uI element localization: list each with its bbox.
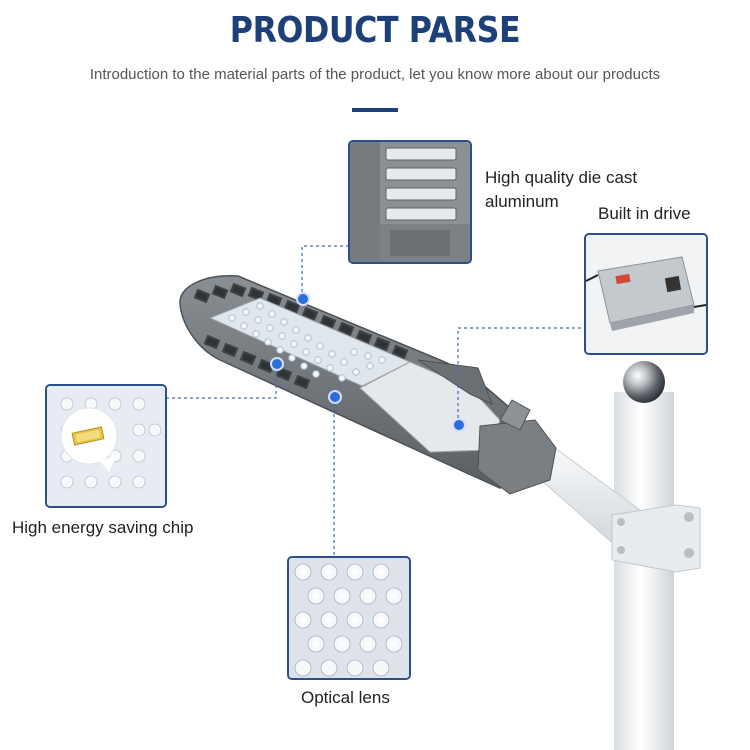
die-cast-aluminum-image	[348, 140, 472, 264]
callout-dot-die-cast[interactable]	[296, 292, 310, 306]
lamp-housing	[179, 275, 557, 495]
callout-dot-drive[interactable]	[452, 418, 466, 432]
callout-dot-chip[interactable]	[270, 357, 284, 371]
page-subtitle: Introduction to the material parts of th…	[89, 66, 661, 83]
die-cast-label-line2: aluminum	[485, 192, 559, 211]
pole-cap	[623, 361, 665, 403]
title-underline	[352, 108, 398, 112]
connector-lines	[166, 245, 584, 556]
page-title: PRODUCT PARSE	[229, 10, 521, 51]
die-cast-label-line1: High quality die cast	[485, 168, 638, 187]
drive-label: Built in drive	[598, 204, 691, 223]
pole-clamp	[611, 504, 701, 573]
optical-lens-image	[287, 556, 411, 680]
pole	[614, 392, 674, 750]
energy-saving-chip-image	[45, 384, 167, 508]
callout-dot-lens[interactable]	[328, 390, 342, 404]
led-array	[228, 302, 386, 382]
lens-label: Optical lens	[301, 688, 390, 707]
chip-label: High energy saving chip	[12, 518, 194, 537]
built-in-drive-image	[584, 233, 708, 355]
